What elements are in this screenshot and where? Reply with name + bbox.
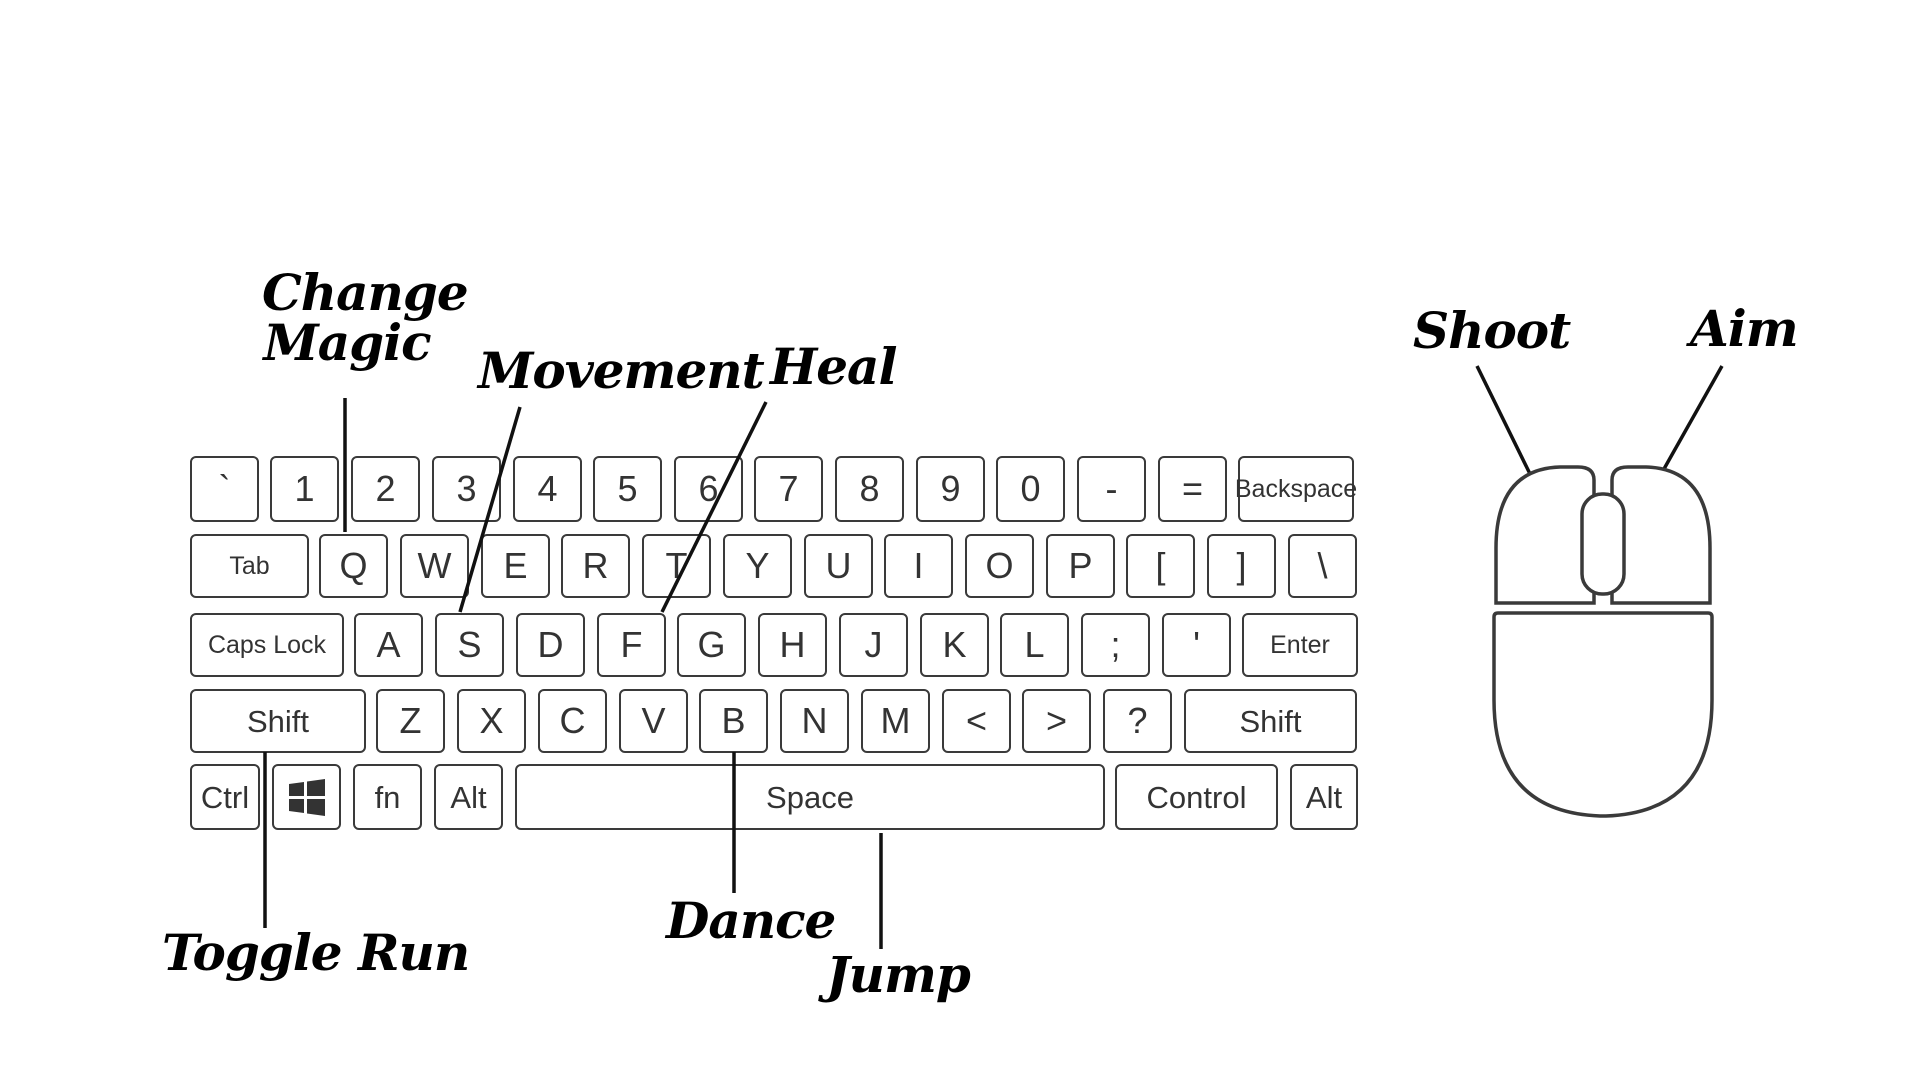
key-backtick[interactable]: ` (190, 456, 259, 522)
key-ctrl[interactable]: Ctrl (190, 764, 260, 830)
label-toggle-run: Toggle Run (162, 923, 470, 982)
label-dance: Dance (666, 891, 836, 950)
label-movement: Movement (478, 341, 765, 400)
leader-line-shoot (1475, 365, 1534, 479)
key-right-bracket[interactable]: ] (1207, 534, 1276, 598)
key-j[interactable]: J (839, 613, 908, 677)
key-w[interactable]: W (400, 534, 469, 598)
key-control[interactable]: Control (1115, 764, 1278, 830)
key-shift-right[interactable]: Shift (1184, 689, 1357, 753)
key-c[interactable]: C (538, 689, 607, 753)
key-caps-lock[interactable]: Caps Lock (190, 613, 344, 677)
key-question-mark[interactable]: ? (1103, 689, 1172, 753)
key-backspace[interactable]: Backspace (1235, 456, 1357, 522)
leader-line-aim (1658, 365, 1724, 477)
key-quote[interactable]: ' (1162, 613, 1231, 677)
key-k[interactable]: K (920, 613, 989, 677)
key-fn[interactable]: fn (353, 764, 422, 830)
key-y[interactable]: Y (723, 534, 792, 598)
key-i[interactable]: I (884, 534, 953, 598)
key-backslash[interactable]: \ (1288, 534, 1357, 598)
mouse-body (1492, 611, 1714, 818)
key-4[interactable]: 4 (513, 456, 582, 522)
key-p[interactable]: P (1046, 534, 1115, 598)
key-n[interactable]: N (780, 689, 849, 753)
key-l[interactable]: L (1000, 613, 1069, 677)
label-change-magic: Change Magic (262, 263, 469, 372)
key-m[interactable]: M (861, 689, 930, 753)
key-space[interactable]: Space (515, 764, 1105, 830)
key-alt-right[interactable]: Alt (1290, 764, 1358, 830)
scroll-wheel (1580, 492, 1626, 596)
key-1[interactable]: 1 (270, 456, 339, 522)
key-o[interactable]: O (965, 534, 1034, 598)
key-6[interactable]: 6 (674, 456, 743, 522)
key-x[interactable]: X (457, 689, 526, 753)
key-q[interactable]: Q (319, 534, 388, 598)
key-r[interactable]: R (561, 534, 630, 598)
key-z[interactable]: Z (376, 689, 445, 753)
key-e[interactable]: E (481, 534, 550, 598)
key-shift-left[interactable]: Shift (190, 689, 366, 753)
key-t[interactable]: T (642, 534, 711, 598)
key-8[interactable]: 8 (835, 456, 904, 522)
key-b[interactable]: B (699, 689, 768, 753)
mouse (1492, 465, 1714, 818)
key-3[interactable]: 3 (432, 456, 501, 522)
key-s[interactable]: S (435, 613, 504, 677)
left-mouse-button (1494, 465, 1596, 605)
label-shoot: Shoot (1413, 301, 1571, 360)
key-d[interactable]: D (516, 613, 585, 677)
key-tab[interactable]: Tab (190, 534, 309, 598)
key-9[interactable]: 9 (916, 456, 985, 522)
key-greater-than[interactable]: > (1022, 689, 1091, 753)
windows-logo-icon (288, 779, 325, 816)
key-windows[interactable] (272, 764, 341, 830)
key-u[interactable]: U (804, 534, 873, 598)
label-aim: Aim (1690, 299, 1799, 358)
key-h[interactable]: H (758, 613, 827, 677)
key-v[interactable]: V (619, 689, 688, 753)
key-7[interactable]: 7 (754, 456, 823, 522)
right-mouse-button (1610, 465, 1712, 605)
key-less-than[interactable]: < (942, 689, 1011, 753)
label-jump: Jump (826, 945, 971, 1004)
key-g[interactable]: G (677, 613, 746, 677)
label-heal: Heal (770, 337, 897, 396)
key-f[interactable]: F (597, 613, 666, 677)
key-minus[interactable]: - (1077, 456, 1146, 522)
key-equals[interactable]: = (1158, 456, 1227, 522)
key-left-bracket[interactable]: [ (1126, 534, 1195, 598)
key-2[interactable]: 2 (351, 456, 420, 522)
key-0[interactable]: 0 (996, 456, 1065, 522)
key-a[interactable]: A (354, 613, 423, 677)
key-alt-left[interactable]: Alt (434, 764, 503, 830)
key-enter[interactable]: Enter (1242, 613, 1358, 677)
key-semicolon[interactable]: ; (1081, 613, 1150, 677)
key-5[interactable]: 5 (593, 456, 662, 522)
